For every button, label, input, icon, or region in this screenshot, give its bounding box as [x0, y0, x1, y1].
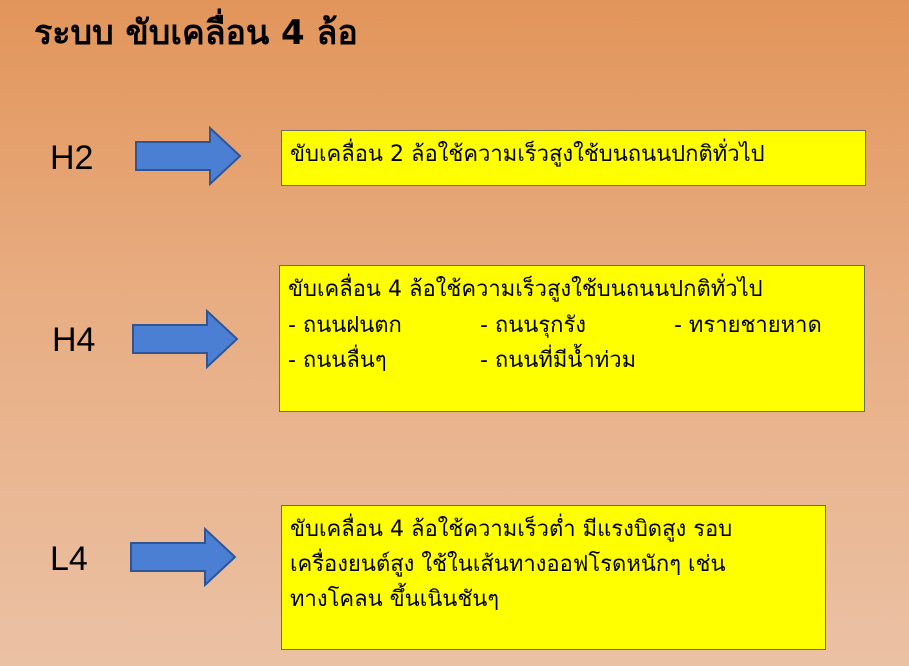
- mode-label-h2: H2: [50, 139, 94, 177]
- l4-description-line: ทางโคลน ขึ้นเนินชันๆ: [290, 587, 500, 613]
- condition-item: - ถนนที่มีน้ำท่วม: [480, 348, 637, 374]
- right-arrow-icon: [132, 309, 239, 369]
- h4-conditions-row-1: - ถนนฝนตก - ถนนรุกรัง - ทรายชายหาด: [288, 308, 864, 344]
- mode-description-h2: ขับเคลื่อน 2 ล้อใช้ความเร็วสูงใช้บนถนนปก…: [281, 130, 866, 186]
- mode-description-l4: ขับเคลื่อน 4 ล้อใช้ความเร็วต่ำ มีแรงบิดส…: [281, 505, 826, 650]
- right-arrow-icon: [135, 126, 242, 186]
- condition-item: - ถนนลื่นๆ: [288, 348, 387, 374]
- mode-label-l4: L4: [50, 540, 88, 578]
- h2-description-text: ขับเคลื่อน 2 ล้อใช้ความเร็วสูงใช้บนถนนปก…: [290, 142, 765, 167]
- slide-title: ระบบ ขับเคลื่อน 4 ล้อ: [34, 13, 358, 53]
- l4-description-line: เครื่องยนต์สูง ใช้ในเส้นทางออฟโรดหนักๆ เ…: [290, 552, 726, 578]
- h4-description-text: ขับเคลื่อน 4 ล้อใช้ความเร็วสูงใช้บนถนนปก…: [288, 277, 763, 302]
- condition-item: - ถนนฝนตก: [288, 312, 402, 338]
- right-arrow-icon: [130, 527, 237, 587]
- mode-label-h4: H4: [52, 321, 96, 359]
- mode-description-h4: ขับเคลื่อน 4 ล้อใช้ความเร็วสูงใช้บนถนนปก…: [279, 265, 865, 412]
- l4-description-line: ขับเคลื่อน 4 ล้อใช้ความเร็วต่ำ มีแรงบิดส…: [290, 517, 733, 542]
- h4-conditions-row-2: - ถนนลื่นๆ - ถนนที่มีน้ำท่วม: [288, 343, 864, 379]
- condition-item: - ถนนรุกรัง: [480, 312, 587, 338]
- condition-item: - ทรายชายหาด: [674, 312, 822, 338]
